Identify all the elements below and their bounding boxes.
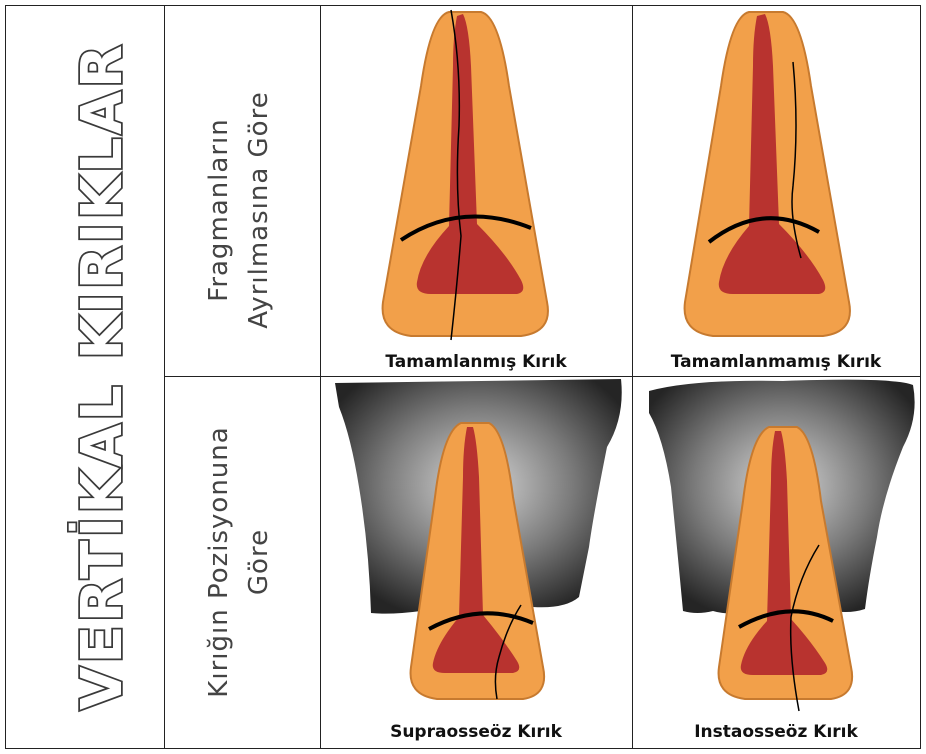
caption-cell-2: Tamamlanmamış Kırık	[626, 352, 926, 372]
row-label-2: Kırığın Pozisyonuna Göre	[199, 377, 279, 747]
caption-cell-1: Tamamlanmış Kırık	[326, 352, 626, 372]
grid-line-right	[920, 5, 921, 749]
tooth-intraosseous-fracture	[633, 377, 920, 717]
row-label-1: Fragmanların Ayrılmasına Göre	[199, 40, 279, 380]
tooth-complete-fracture	[321, 6, 632, 348]
main-title: VERTİKAL KIRIKLAR	[6, 6, 164, 748]
row-label-1-line2: Ayrılmasına Göre	[239, 40, 279, 380]
row-label-2-line1: Kırığın Pozisyonuna	[199, 377, 239, 747]
row-label-2-line2: Göre	[239, 377, 279, 747]
caption-cell-4: Instaosseöz Kırık	[626, 722, 926, 742]
tooth-supraosseous-fracture	[321, 377, 632, 717]
row-label-1-line1: Fragmanların	[199, 40, 239, 380]
grid-line-bottom	[5, 748, 921, 749]
grid-line-col1	[164, 5, 165, 749]
main-title-text: VERTİKAL KIRIKLAR	[70, 42, 135, 710]
caption-cell-3: Supraosseöz Kırık	[326, 722, 626, 742]
tooth-incomplete-fracture	[633, 6, 920, 348]
